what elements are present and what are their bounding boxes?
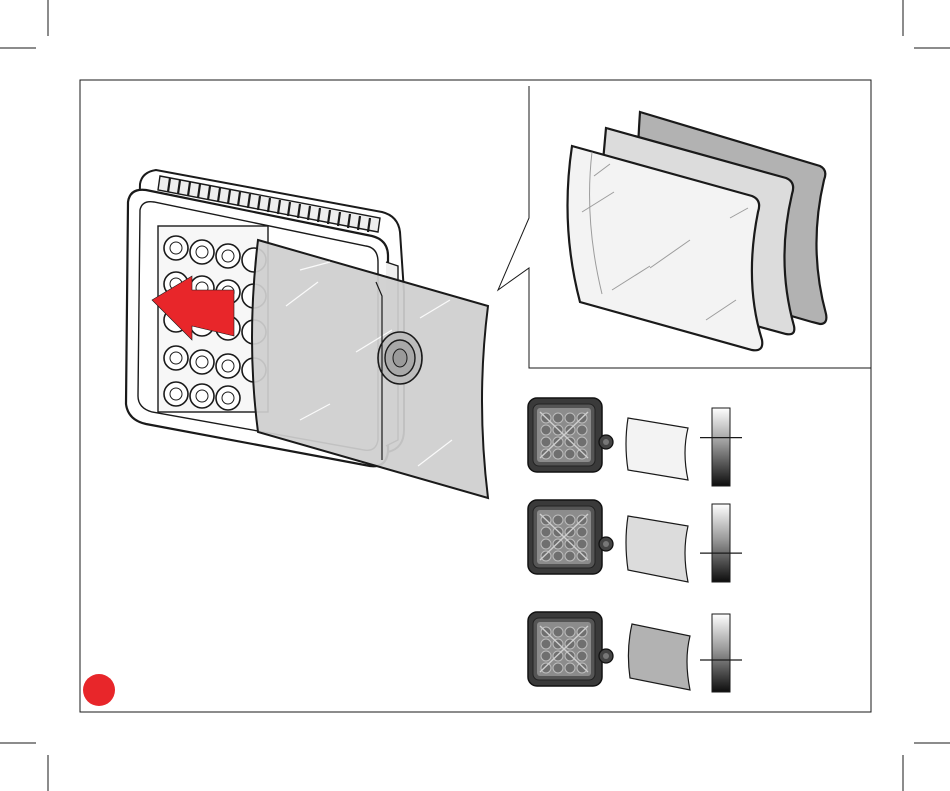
led-light-thumbnail	[528, 500, 613, 574]
brightness-scale	[712, 408, 730, 486]
brightness-scale	[712, 614, 730, 692]
filter-swatch-dark	[628, 624, 690, 690]
led-light-thumbnail	[528, 398, 613, 472]
red-dot-icon	[83, 674, 115, 706]
knob	[378, 332, 422, 384]
brightness-scale	[712, 504, 730, 582]
led-light-thumbnail	[528, 612, 613, 686]
filter-swatch-light	[626, 418, 688, 480]
